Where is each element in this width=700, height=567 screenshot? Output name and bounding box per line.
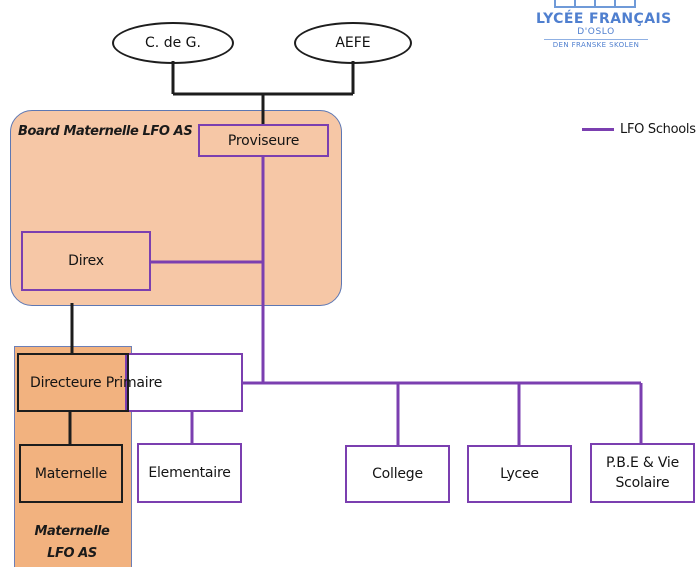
maternelle-region-title-line2: LFO AS [47, 546, 97, 561]
logo-subtitle: D'OSLO [577, 27, 615, 37]
directeure-primaire-box: Directeure Primaire [17, 353, 162, 412]
cdeg-label: C. de G. [145, 35, 201, 51]
college-box: College [345, 445, 450, 503]
pbe-label-line2: Scolaire [615, 475, 670, 491]
logo-tagline: DEN FRANSKE SKOLEN [552, 41, 640, 49]
elementaire-label: Elementaire [148, 465, 231, 481]
legend-label: LFO Schools [620, 121, 696, 137]
aefe-node: AEFE [294, 22, 412, 64]
logo-divider [544, 39, 648, 40]
elementaire-box: Elementaire [137, 443, 242, 503]
logo-mark-icon [554, 0, 636, 8]
maternelle-region-title-line1: Maternelle [34, 524, 110, 539]
direx-label: Direx [68, 253, 104, 269]
proviseure-label: Proviseure [227, 132, 300, 149]
board-maternelle-region [10, 110, 342, 306]
cdeg-node: C. de G. [112, 22, 234, 64]
pbe-vie-scolaire-box: P.B.E & Vie Scolaire [590, 443, 695, 503]
college-label: College [372, 466, 423, 482]
lycee-box: Lycee [467, 445, 572, 503]
maternelle-lfo-region [14, 346, 132, 567]
proviseure-box: Proviseure [198, 124, 329, 157]
aefe-label: AEFE [335, 35, 371, 51]
lycee-label: Lycee [500, 466, 539, 482]
board-region-title: Board Maternelle LFO AS [18, 124, 193, 139]
logo-title: LYCÉE FRANÇAIS [536, 11, 672, 27]
pbe-label-line1: P.B.E & Vie [605, 455, 679, 471]
lycee-francais-logo: LYCÉE FRANÇAIS D'OSLO DEN FRANSKE SKOLEN [520, 0, 700, 68]
direx-box: Direx [21, 231, 151, 291]
maternelle-box: Maternelle [19, 444, 123, 503]
directeure-primaire-label: Directeure Primaire [30, 374, 163, 391]
maternelle-label: Maternelle [34, 465, 108, 482]
legend: LFO Schools [582, 120, 696, 138]
legend-swatch [582, 127, 614, 131]
